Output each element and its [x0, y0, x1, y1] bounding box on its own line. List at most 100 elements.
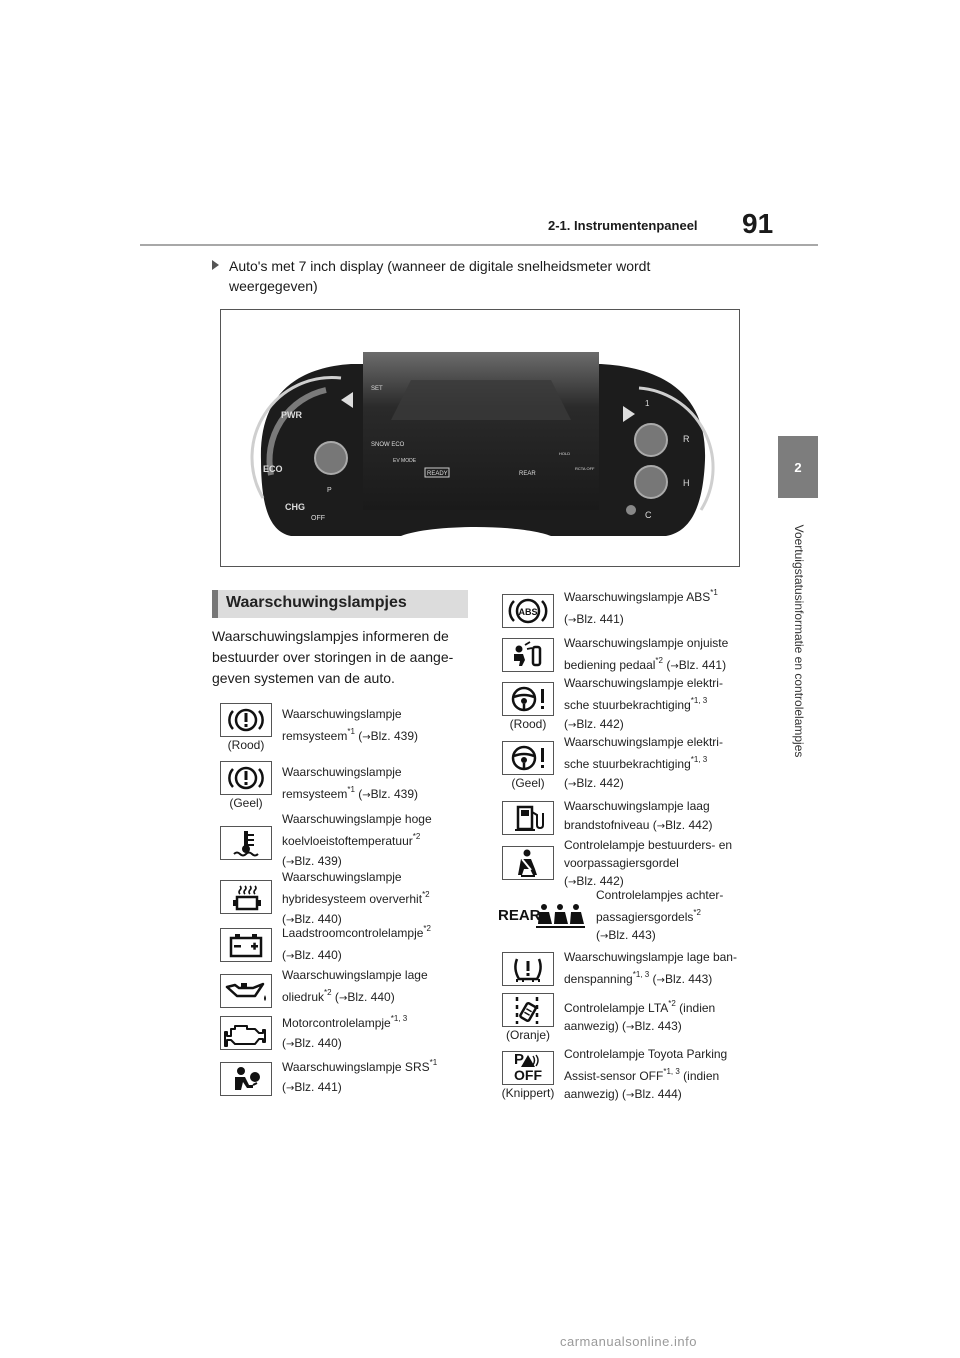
- coolant-temperature-icon: [220, 826, 272, 860]
- ready-label: READY: [427, 471, 448, 477]
- item-line: Waarschuwingslampje lage ban-: [564, 950, 737, 964]
- steering-warning-icon: [502, 741, 554, 775]
- item-line: denspanning*1, 3 (→Blz. 443): [564, 970, 713, 987]
- battery-charge-icon: [220, 928, 272, 962]
- brake-warning-icon: [220, 703, 272, 737]
- oil-pressure-icon: [220, 974, 272, 1008]
- item-line: Waarschuwingslampje: [282, 765, 402, 779]
- item-line: oliedruk*2 (→Blz. 440): [282, 988, 395, 1005]
- svg-text:ABS: ABS: [518, 607, 537, 617]
- item-line: Controlelampje bestuurders- en: [564, 838, 733, 852]
- item-line: koelvloeistoftemperatuur*2: [282, 832, 421, 849]
- triangle-bullet-icon: [212, 260, 219, 270]
- hold-label: HOLD: [559, 451, 570, 456]
- steering-warning-icon: [502, 682, 554, 716]
- intro-line: Auto's met 7 inch display (wanneer de di…: [212, 256, 682, 294]
- low-fuel-icon: [502, 801, 554, 835]
- item-line: Controlelampje Toyota Parking: [564, 1047, 728, 1061]
- chg-label: CHG: [285, 502, 305, 512]
- icon-caption: (Geel): [229, 796, 263, 810]
- chapter-tab: 2: [778, 436, 818, 498]
- srs-airbag-icon: [220, 1062, 272, 1096]
- item-line: passagiersgordels*2: [596, 908, 701, 925]
- item-line: Waarschuwingslampje elektri-: [564, 676, 723, 690]
- h-label: H: [683, 478, 690, 488]
- r-label: R: [683, 434, 690, 444]
- item-line: voorpassagiersgordel: [564, 856, 679, 870]
- rear-seatbelt-icon: REAR: [496, 900, 586, 934]
- item-line: Assist-sensor OFF*1, 3 (indien: [564, 1067, 720, 1084]
- item-line: remsysteem*1 (→Blz. 439): [282, 785, 418, 802]
- cluster-drawing: PWR ECO CHG OFF SET SNOW ECO EV MODE REA…: [250, 352, 715, 536]
- chapter-label: Voertuigstatusinformatie en controlelamp…: [791, 510, 807, 772]
- rcta-label: RCTA OFF: [575, 466, 595, 471]
- seatbelt-icon: [502, 846, 554, 880]
- parking-assist-off-icon: P OFF: [502, 1051, 554, 1085]
- warning-lights-header: Waarschuwingslampjes: [212, 590, 468, 618]
- c-label: C: [645, 510, 652, 520]
- rear-text: REAR: [498, 907, 541, 924]
- off-label: OFF: [311, 515, 325, 522]
- item-line: hybridesysteem oververhit*2: [282, 890, 430, 907]
- item-line: Waarschuwingslampje lage: [282, 968, 428, 982]
- icon-caption: (Rood): [509, 717, 547, 731]
- parking-off: OFF: [514, 1067, 542, 1083]
- p-label: P: [327, 487, 332, 494]
- item-line: (→Blz. 441): [282, 1080, 342, 1094]
- item-line: Controlelampje LTA*2 (indien: [564, 999, 716, 1016]
- item-line: (→Blz. 442): [564, 776, 624, 790]
- tire-pressure-icon: [502, 952, 554, 986]
- header-bar: [212, 590, 218, 618]
- warning-lights-description: Waarschuwingslampjes informeren de bestu…: [212, 628, 454, 686]
- pwr-label: PWR: [281, 410, 302, 420]
- icon-caption: (Oranje): [505, 1028, 550, 1042]
- item-line: Waarschuwingslampje onjuiste: [564, 636, 729, 650]
- icon-caption: (Geel): [511, 776, 545, 790]
- abs-icon: ABS: [502, 594, 554, 628]
- brake-warning-icon: [220, 761, 272, 795]
- item-line: aanwezig) (→Blz. 444): [564, 1087, 682, 1101]
- icon-caption: (Knippert): [501, 1086, 555, 1100]
- ev-mode-label: EV MODE: [393, 458, 417, 464]
- item-line: Waarschuwingslampje ABS*1: [564, 588, 718, 605]
- pedal-misoperation-icon: [502, 638, 554, 672]
- item-line: remsysteem*1 (→Blz. 439): [282, 727, 418, 744]
- eco-label: ECO: [263, 464, 283, 474]
- icon-caption: (Rood): [227, 738, 265, 752]
- chapter-number: 2: [794, 459, 802, 475]
- header-divider: [140, 244, 818, 246]
- item-line: Waarschuwingslampje: [282, 870, 402, 884]
- item-line: sche stuurbekrachtiging*1, 3: [564, 755, 708, 772]
- item-line: (→Blz. 439): [282, 854, 342, 868]
- item-line: (→Blz. 442): [564, 874, 624, 888]
- warning-lights-title: Waarschuwingslampjes: [226, 594, 407, 611]
- chapter-label-text: Voertuigstatusinformatie en controlelamp…: [792, 524, 806, 758]
- watermark: carmanualsonline.info: [560, 1334, 697, 1349]
- section-title: 2-1. Instrumentenpaneel: [548, 218, 698, 233]
- instrument-cluster-illustration: PWR ECO CHG OFF SET SNOW ECO EV MODE REA…: [220, 309, 740, 567]
- item-line: (→Blz. 442): [564, 717, 624, 731]
- item-line: Waarschuwingslampje laag: [564, 799, 710, 813]
- item-line: Waarschuwingslampje hoge: [282, 812, 432, 826]
- snow-eco-label: SNOW ECO: [371, 442, 405, 448]
- set-label: SET: [371, 386, 383, 392]
- item-line: aanwezig) (→Blz. 443): [564, 1019, 682, 1033]
- item-line: Waarschuwingslampje SRS*1: [282, 1058, 438, 1075]
- item-line: Laadstroomcontrolelampje*2: [282, 924, 431, 941]
- item-line: (→Blz. 440): [282, 1036, 342, 1050]
- item-line: (→Blz. 440): [282, 912, 342, 926]
- lta-icon: [502, 993, 554, 1027]
- item-line: (→Blz. 440): [282, 948, 342, 962]
- check-engine-icon: [220, 1016, 272, 1050]
- item-line: brandstofniveau (→Blz. 442): [564, 818, 713, 832]
- page-number: 91: [742, 208, 774, 239]
- item-line: (→Blz. 443): [596, 928, 656, 942]
- parking-p: P: [514, 1051, 525, 1068]
- item-line: Controlelampjes achter-: [596, 888, 724, 902]
- item-line: bediening pedaal*2 (→Blz. 441): [564, 656, 727, 673]
- item-line: sche stuurbekrachtiging*1, 3: [564, 696, 708, 713]
- intro-text: Auto's met 7 inch display (wanneer de di…: [229, 258, 651, 294]
- rear-cluster-label: REAR: [519, 471, 536, 477]
- hybrid-overheat-icon: [220, 880, 272, 914]
- one-label: 1: [645, 399, 650, 408]
